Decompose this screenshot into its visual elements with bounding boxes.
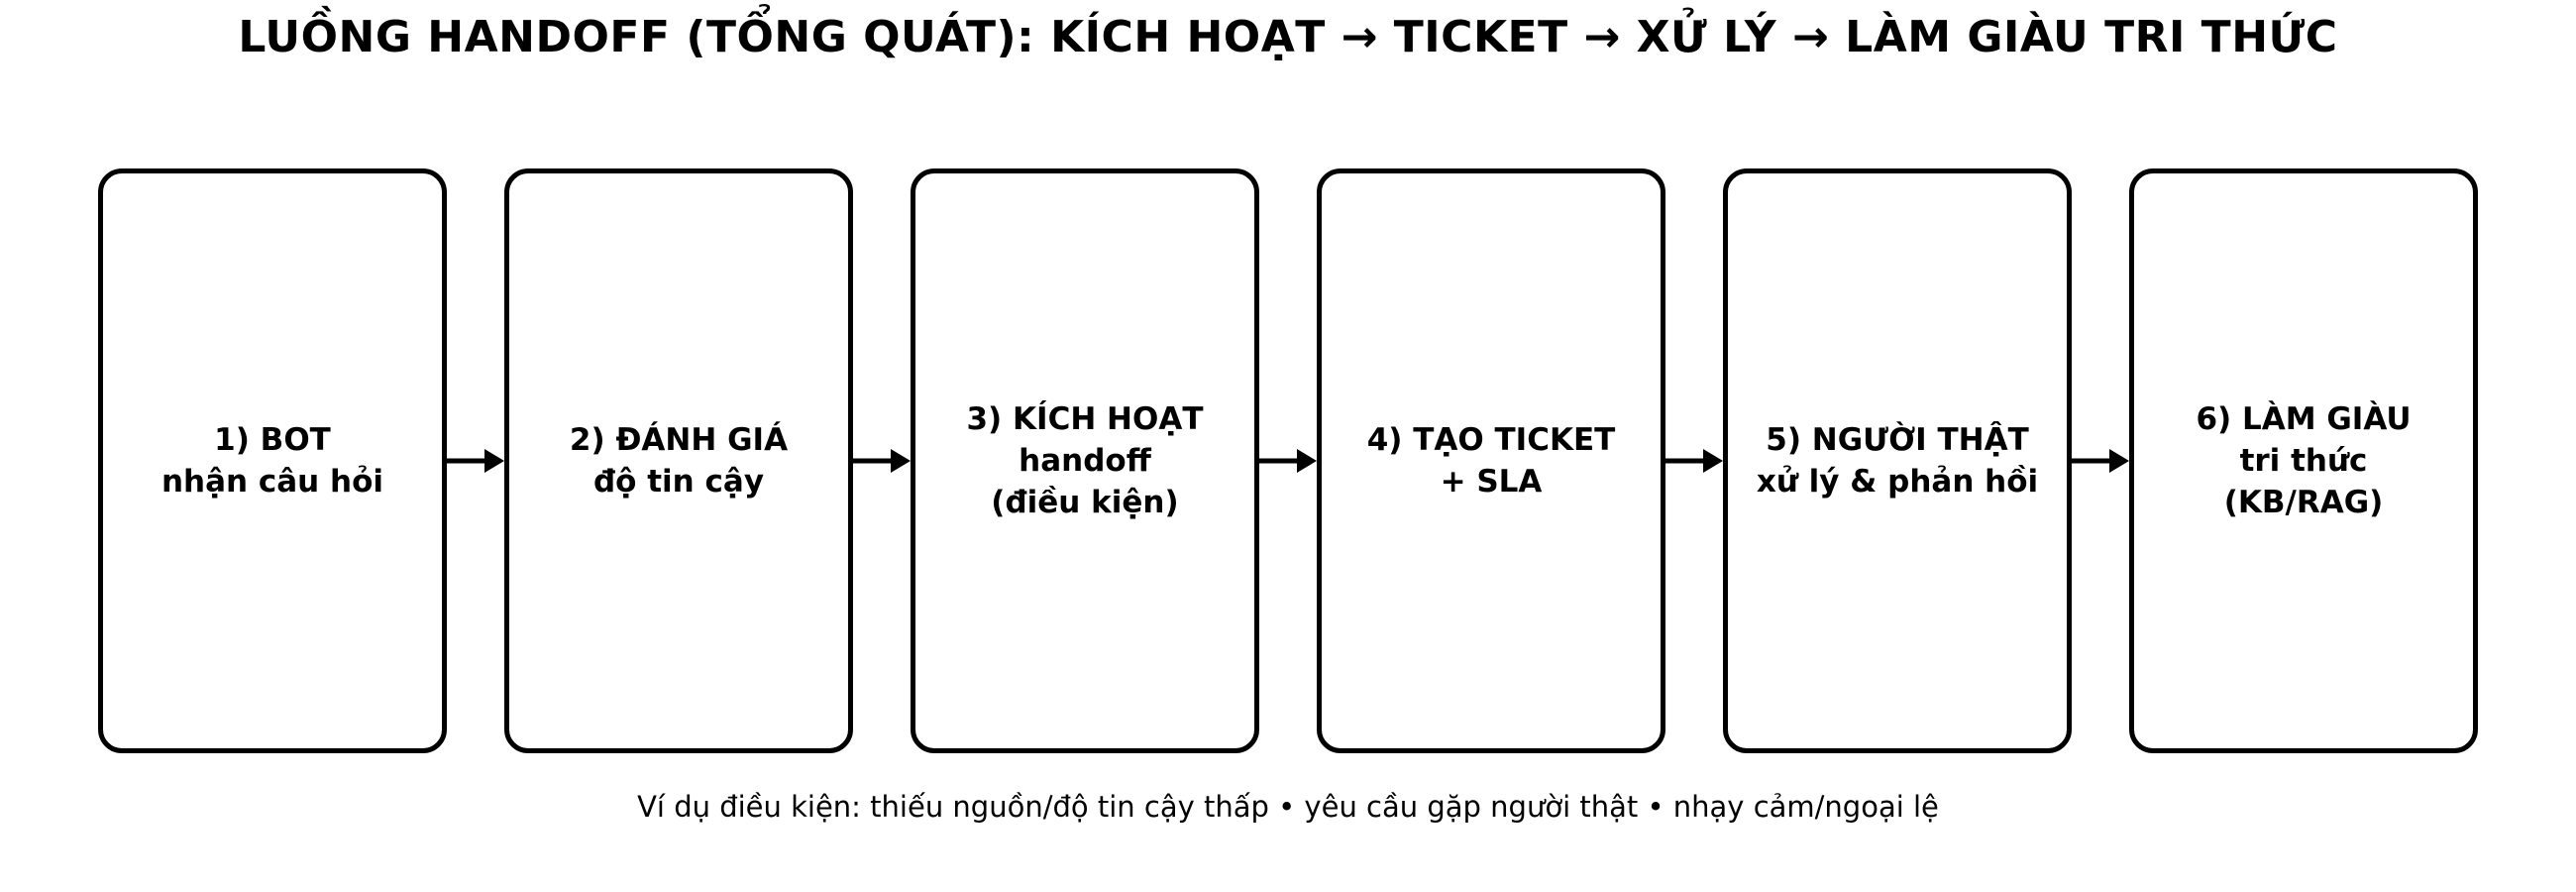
flow-step-line: 6) LÀM GIÀU [2196, 401, 2412, 437]
right-arrow-icon [1259, 441, 1317, 481]
flow-step-line: 3) KÍCH HOẠT [966, 401, 1204, 437]
flow-step-line: (KB/RAG) [2223, 485, 2384, 520]
flow-step-line: 5) NGƯỜI THẬT [1766, 422, 2029, 458]
flow-step-4-tao-ticket: 4) TẠO TICKET + SLA [1317, 168, 1665, 753]
flow-step-1-bot: 1) BOT nhận câu hỏi [98, 168, 447, 753]
flow-step-3-kich-hoat: 3) KÍCH HOẠT handoff (điều kiện) [911, 168, 1259, 753]
right-arrow-icon [2072, 441, 2129, 481]
flow-step-line: 2) ĐÁNH GIÁ [569, 422, 789, 458]
right-arrow-icon [853, 441, 911, 481]
flow-step-line: 4) TẠO TICKET [1366, 422, 1616, 458]
flow-step-line: nhận câu hỏi [161, 464, 384, 500]
flow-step-5-nguoi-that: 5) NGƯỜI THẬT xử lý & phản hồi [1723, 168, 2072, 753]
flow-step-line: 1) BOT [214, 422, 331, 458]
flow-step-line: handoff [1019, 443, 1151, 479]
flow-step-line: xử lý & phản hồi [1756, 464, 2039, 500]
flow-step-6-lam-giau: 6) LÀM GIÀU tri thức (KB/RAG) [2129, 168, 2478, 753]
right-arrow-icon [1665, 441, 1723, 481]
diagram-title: LUỒNG HANDOFF (TỔNG QUÁT): KÍCH HOẠT → T… [238, 12, 2338, 62]
flow-step-line: tri thức [2239, 443, 2368, 479]
flow-step-2-danh-gia: 2) ĐÁNH GIÁ độ tin cậy [504, 168, 853, 753]
right-arrow-icon [447, 441, 504, 481]
condition-examples-note: Ví dụ điều kiện: thiếu nguồn/độ tin cậy … [637, 790, 1939, 824]
flow-step-line: (điều kiện) [991, 485, 1179, 520]
flow-step-line: + SLA [1440, 464, 1543, 500]
flow-step-line: độ tin cậy [592, 464, 765, 500]
flow-row: 1) BOT nhận câu hỏi 2) ĐÁNH GIÁ độ tin c… [0, 168, 2576, 753]
